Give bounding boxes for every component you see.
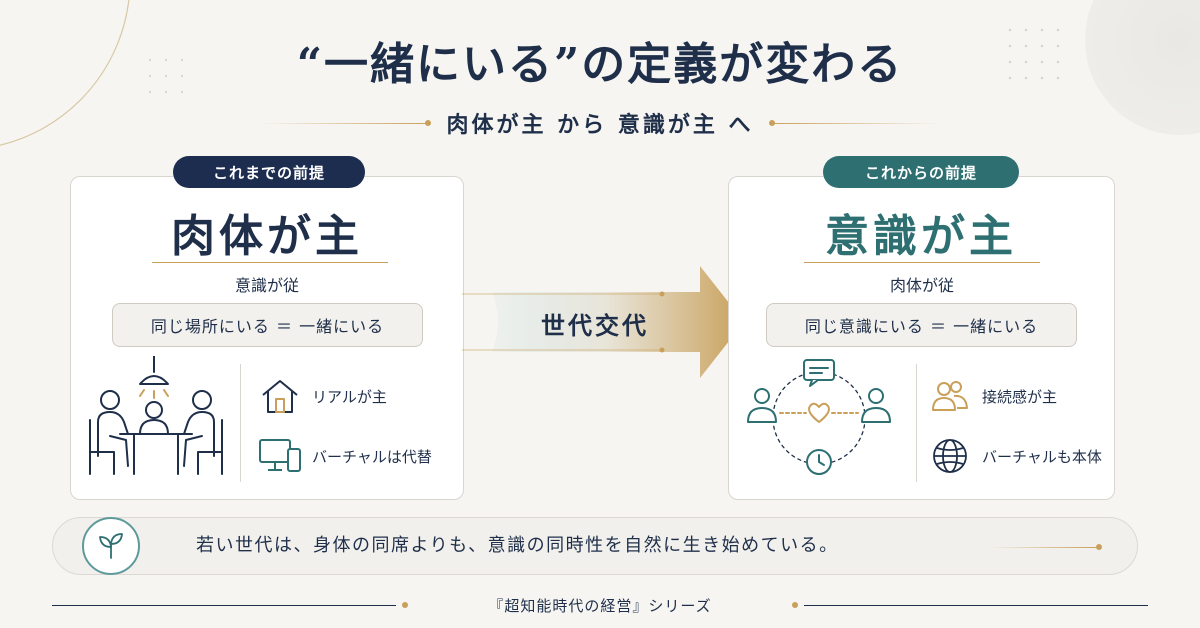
subtitle-rule-left xyxy=(258,120,431,126)
subtitle: 肉体が主 から 意識が主 へ xyxy=(446,113,754,138)
message-rule xyxy=(990,546,1096,548)
transition-label: 世代交代 xyxy=(541,312,649,340)
after-subheading: 肉体が従 xyxy=(889,276,954,295)
before-feature-real-label: リアルが主 xyxy=(312,387,387,406)
subtitle-row: 肉体が主 から 意識が主 へ xyxy=(0,108,1200,138)
after-feature-virtual: バーチャルも本体 xyxy=(928,434,1102,478)
after-divider xyxy=(916,364,917,482)
before-divider xyxy=(240,364,241,482)
people-at-table-icon xyxy=(84,356,230,480)
after-badge: これからの前提 xyxy=(823,156,1019,188)
before-feature-real: リアルが主 xyxy=(258,374,387,418)
transition-arrow xyxy=(462,262,752,382)
connected-network-icon xyxy=(744,356,894,480)
footer-rule-right xyxy=(804,605,1148,606)
message-bar xyxy=(52,517,1138,575)
after-feature-connection-label: 接続感が主 xyxy=(982,387,1058,406)
message-dot xyxy=(1096,544,1102,550)
house-icon xyxy=(258,374,302,418)
globe-icon xyxy=(928,434,972,478)
footer-rule-left xyxy=(52,605,396,606)
after-feature-connection: 接続感が主 xyxy=(928,374,1057,418)
subtitle-rule-right xyxy=(769,120,942,126)
series-name: 『超知能時代の経営』シリーズ xyxy=(488,597,712,615)
footer: 『超知能時代の経営』シリーズ xyxy=(0,592,1200,620)
before-feature-virtual-label: バーチャルは代替 xyxy=(312,447,432,466)
before-heading: 肉体が主 xyxy=(171,211,363,262)
people-icon xyxy=(928,374,972,418)
after-heading-rule xyxy=(804,262,1040,263)
before-subheading: 意識が従 xyxy=(234,276,299,295)
before-feature-virtual: バーチャルは代替 xyxy=(258,434,432,478)
before-equation: 同じ場所にいる ＝ 一緒にいる xyxy=(112,303,423,347)
monitor-phone-icon xyxy=(258,434,302,478)
before-badge: これまでの前提 xyxy=(173,156,365,188)
footer-dot-left xyxy=(402,602,408,608)
message-text: 若い世代は、身体の同席よりも、意識の同時性を自然に生き始めている。 xyxy=(196,535,839,556)
page-title: “一緒にいる”の定義が変わる xyxy=(296,39,904,90)
after-equation: 同じ意識にいる ＝ 一緒にいる xyxy=(766,303,1077,347)
before-heading-rule xyxy=(152,262,388,263)
after-heading: 意識が主 xyxy=(825,211,1017,262)
footer-dot-right xyxy=(792,602,798,608)
sprout-icon xyxy=(82,517,140,575)
after-feature-virtual-label: バーチャルも本体 xyxy=(982,447,1102,466)
